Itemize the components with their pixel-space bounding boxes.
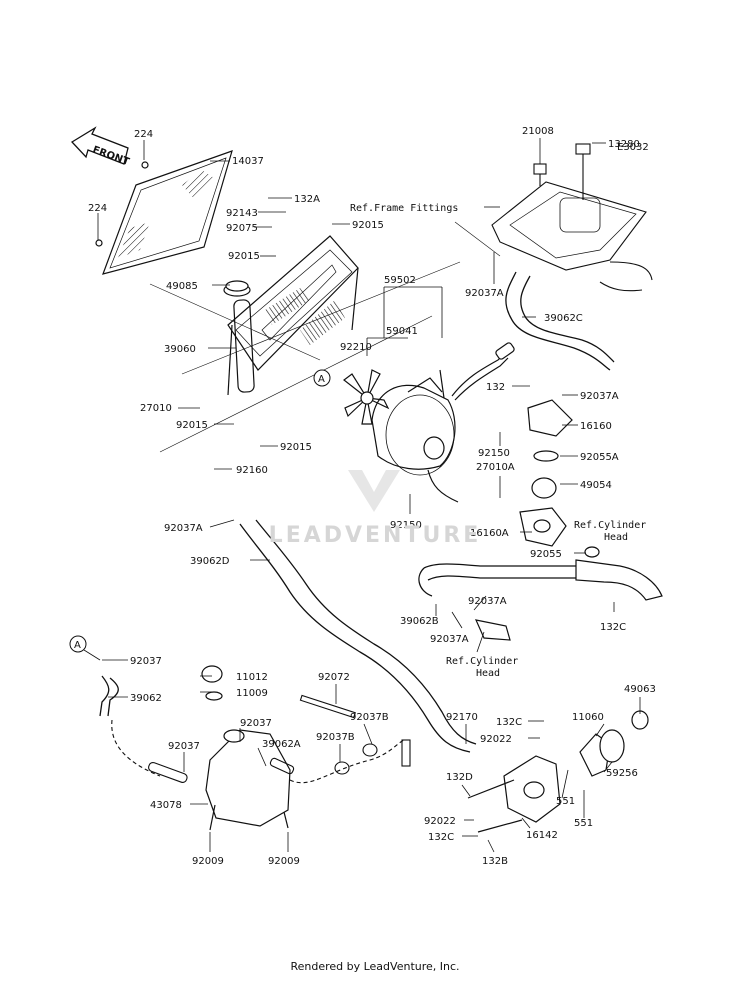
callout-92037: 92037 [130, 656, 162, 667]
callout-ref-cylinder-head: Ref.Cylinder [446, 656, 518, 667]
callout-551: 551 [556, 796, 575, 807]
callout-92037a: 92037A [580, 391, 619, 402]
leader-lines [83, 138, 641, 853]
callout-92075: 92075 [226, 223, 258, 234]
callout-11009: 11009 [236, 688, 268, 699]
callout-59256: 59256 [606, 768, 638, 779]
callout-92037a: 92037A [164, 523, 203, 534]
callout-92015: 92015 [280, 442, 312, 453]
callout-132d: 132D [446, 772, 473, 783]
frame-fittings [491, 143, 653, 292]
callout-27010: 27010 [140, 403, 172, 414]
callout-39062a: 39062A [262, 739, 301, 750]
callout-13280: 13280 [608, 139, 640, 150]
callout-ref-cylinder-head: Head [604, 532, 628, 543]
callout-49054: 49054 [580, 480, 612, 491]
callout-27010a: 27010A [476, 462, 515, 473]
callout-92037a: 92037A [468, 596, 507, 607]
diagram-code: E3032 [617, 142, 649, 153]
thermostat-housing [474, 399, 663, 641]
marker-a-label: A [74, 640, 81, 651]
radiator-screen [95, 150, 233, 275]
front-arrow-icon: FRONT [70, 126, 131, 168]
callout-92037: 92037 [240, 718, 272, 729]
callout-16142: 16142 [526, 830, 558, 841]
footer-credit: Rendered by LeadVenture, Inc. [290, 960, 460, 973]
reserve-tank [201, 665, 291, 831]
marker-a-1: A [313, 369, 331, 387]
callout-ref-frame-fittings: Ref.Frame Fittings [350, 203, 458, 214]
callout-132a: 132A [294, 194, 320, 205]
callout-39062c: 39062C [544, 313, 583, 324]
callout-11060: 11060 [572, 712, 604, 723]
cooling-fan [343, 342, 515, 503]
water-pump [467, 710, 649, 833]
callout-49085: 49085 [166, 281, 198, 292]
callout-132c: 132C [496, 717, 522, 728]
radiator-cap [223, 280, 251, 297]
callout-11012: 11012 [236, 672, 268, 683]
callout-43078: 43078 [150, 800, 182, 811]
coolant-hoses [99, 271, 615, 753]
callout-39060: 39060 [164, 344, 196, 355]
callout-92015: 92015 [176, 420, 208, 431]
marker-a-label: A [318, 374, 325, 385]
callouts: 224 14037 224 92143 132A 92075 92015 920… [88, 126, 656, 867]
callout-92037b: 92037B [316, 732, 355, 743]
marker-a-2: A [69, 635, 87, 653]
callout-16160: 16160 [580, 421, 612, 432]
callout-92210: 92210 [340, 342, 372, 353]
callout-92160: 92160 [236, 465, 268, 476]
callout-92015: 92015 [228, 251, 260, 262]
callout-39062: 39062 [130, 693, 162, 704]
callout-92037: 92037 [168, 741, 200, 752]
callout-132: 132 [486, 382, 505, 393]
callout-551: 551 [574, 818, 593, 829]
overflow-hoses [111, 694, 411, 784]
callout-92143: 92143 [226, 208, 258, 219]
callout-132c: 132C [428, 832, 454, 843]
callout-92055a: 92055A [580, 452, 619, 463]
callout-92037a: 92037A [430, 634, 469, 645]
callout-92150: 92150 [478, 448, 510, 459]
callout-92150: 92150 [390, 520, 422, 531]
callout-92170: 92170 [446, 712, 478, 723]
callout-92022: 92022 [480, 734, 512, 745]
callout-132b: 132B [482, 856, 508, 867]
callout-14037: 14037 [232, 156, 264, 167]
callout-92072: 92072 [318, 672, 350, 683]
callout-224: 224 [134, 129, 153, 140]
callout-92009: 92009 [268, 856, 300, 867]
callout-ref-cylinder-head: Ref.Cylinder [574, 520, 646, 531]
callout-59041: 59041 [386, 326, 418, 337]
callout-16160a: 16160A [470, 528, 509, 539]
callout-21008: 21008 [522, 126, 554, 137]
callout-39062d: 39062D [190, 556, 230, 567]
callout-224: 224 [88, 203, 107, 214]
callout-92015: 92015 [352, 220, 384, 231]
callout-ref-cylinder-head: Head [476, 668, 500, 679]
callout-92055: 92055 [530, 549, 562, 560]
callout-92009: 92009 [192, 856, 224, 867]
callout-59502: 59502 [384, 275, 416, 286]
callout-92037a: 92037A [465, 288, 504, 299]
callout-92022: 92022 [424, 816, 456, 827]
callout-39062b: 39062B [400, 616, 439, 627]
watermark-logo-icon [348, 470, 400, 512]
callout-49063: 49063 [624, 684, 656, 695]
callout-132c: 132C [600, 622, 626, 633]
callout-92037b: 92037B [350, 712, 389, 723]
watermark-text: LEADVENTURE [268, 523, 482, 548]
